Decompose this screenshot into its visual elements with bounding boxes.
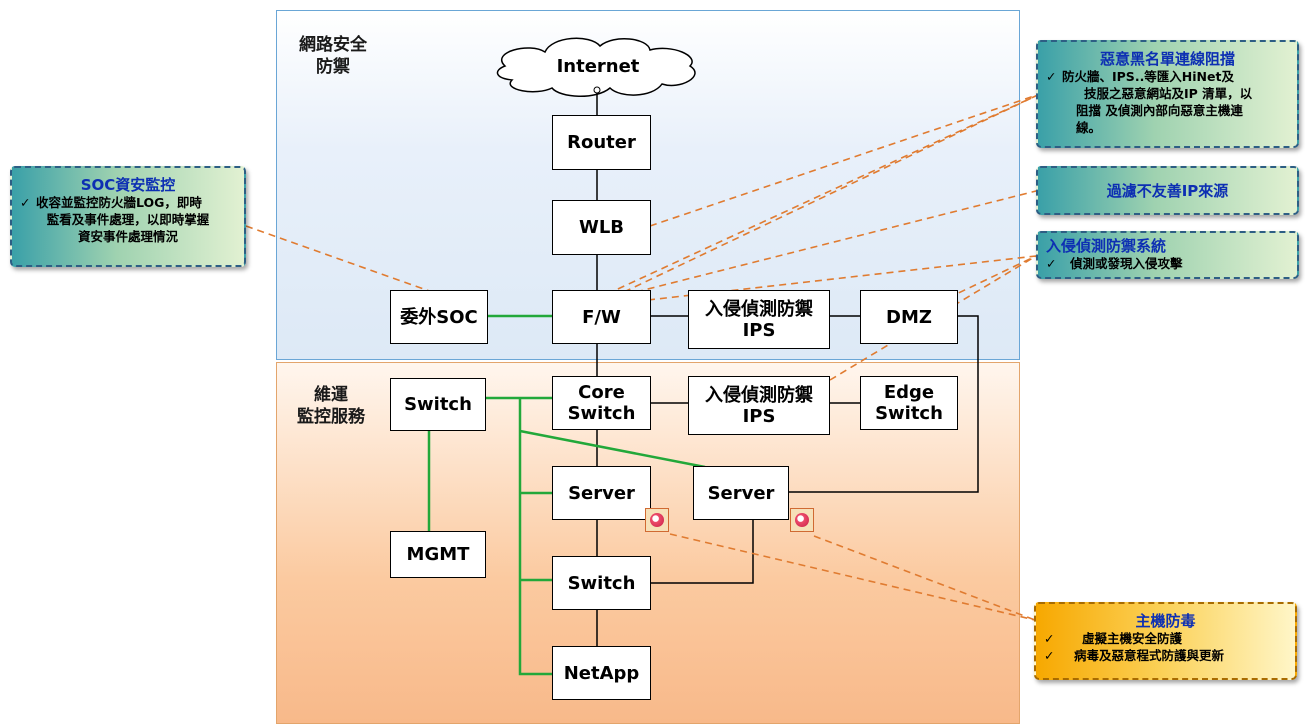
edge-switch-node: Edge Switch [860, 376, 958, 430]
management-links [427, 314, 706, 676]
firewall-node: F/W [552, 290, 651, 344]
router-node: Router [552, 115, 651, 170]
netapp-node: NetApp [552, 646, 651, 700]
wlb-node: WLB [552, 200, 651, 255]
callout-pointers [245, 93, 1041, 621]
callout-title: SOC資安監控 [80, 176, 176, 194]
soc-outsourced-node: 委外SOC [390, 290, 488, 344]
callout-line: ✓防火牆、IPS..等匯入HiNet及 [1046, 69, 1234, 84]
callout-line: ✓虛擬主機安全防護 [1044, 631, 1183, 646]
ip-filter-callout: 過濾不友善IP來源 [1036, 166, 1299, 215]
ips-bottom-node: 入侵偵測防禦 IPS [688, 376, 830, 435]
callout-line: ✓偵測或發現入侵攻擊 [1046, 256, 1183, 271]
server-left-node: Server [552, 466, 651, 520]
ids-callout: 入侵偵測防禦系統 ✓偵測或發現入侵攻擊 [1036, 231, 1299, 279]
antivirus-callout: 主機防毒 ✓虛擬主機安全防護 ✓病毒及惡意程式防護與更新 [1034, 602, 1297, 680]
antivirus-icon [790, 508, 814, 532]
internet-cloud-shape [496, 37, 696, 97]
callout-line: 線。 [1076, 120, 1102, 135]
callout-line: ✓收容並監控防火牆LOG，即時 [20, 195, 202, 210]
callout-title: 惡意黑名單連線阻擋 [1099, 50, 1235, 68]
server-right-node: Server [693, 466, 789, 520]
blacklist-callout: 惡意黑名單連線阻擋 ✓防火牆、IPS..等匯入HiNet及 技服之惡意網站及IP… [1036, 40, 1299, 148]
mgmt-switch-node: Switch [390, 378, 486, 431]
zone-label-ops-monitoring: 維運 監控服務 [297, 385, 365, 427]
internet-label: Internet [556, 56, 640, 77]
trunk-links [596, 93, 979, 646]
callout-line: ✓病毒及惡意程式防護與更新 [1044, 648, 1225, 663]
callout-line: 資安事件處理情況 [77, 229, 178, 244]
internet-port-dot [593, 86, 601, 94]
callout-title: 主機防毒 [1135, 612, 1196, 630]
check-icon: ✓ [1046, 256, 1057, 271]
soc-monitoring-callout: SOC資安監控 ✓收容並監控防火牆LOG，即時 監看及事件處理，以即時掌握 資安… [10, 166, 246, 267]
check-icon: ✓ [1044, 648, 1055, 663]
mgmt-node: MGMT [390, 531, 486, 578]
callout-title: 入侵偵測防禦系統 [1046, 237, 1167, 255]
callout-line: 監看及事件處理，以即時掌握 [46, 212, 210, 227]
dmz-node: DMZ [860, 290, 958, 344]
antivirus-icon [645, 508, 669, 532]
check-icon: ✓ [1044, 631, 1055, 646]
check-icon: ✓ [20, 195, 31, 210]
check-icon: ✓ [1046, 69, 1057, 84]
ips-top-node: 入侵偵測防禦 IPS [688, 290, 830, 349]
storage-switch-node: Switch [552, 556, 651, 610]
core-switch-node: Core Switch [552, 376, 651, 430]
callout-title: 過濾不友善IP來源 [1106, 182, 1229, 200]
callout-line: 技服之惡意網站及IP 清單，以 [1084, 86, 1253, 101]
callout-line: 阻擋 及偵測內部向惡意主機連 [1076, 103, 1243, 118]
zone-label-network-security: 網路安全 防禦 [299, 35, 367, 77]
